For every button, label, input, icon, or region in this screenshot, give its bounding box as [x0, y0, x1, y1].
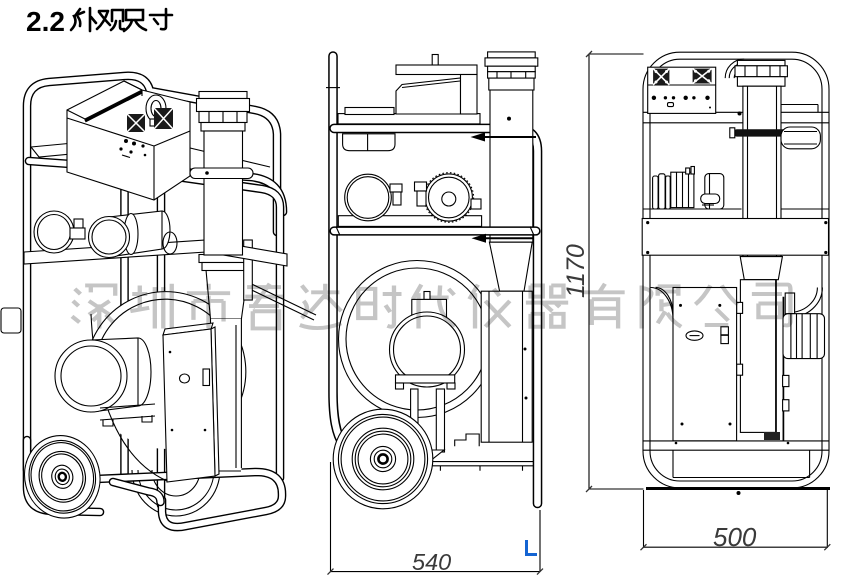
svg-text:1170: 1170 [562, 244, 590, 298]
svg-text:2.2: 2.2 [26, 6, 65, 37]
svg-text:500: 500 [713, 522, 757, 552]
svg-text:540: 540 [412, 549, 451, 575]
